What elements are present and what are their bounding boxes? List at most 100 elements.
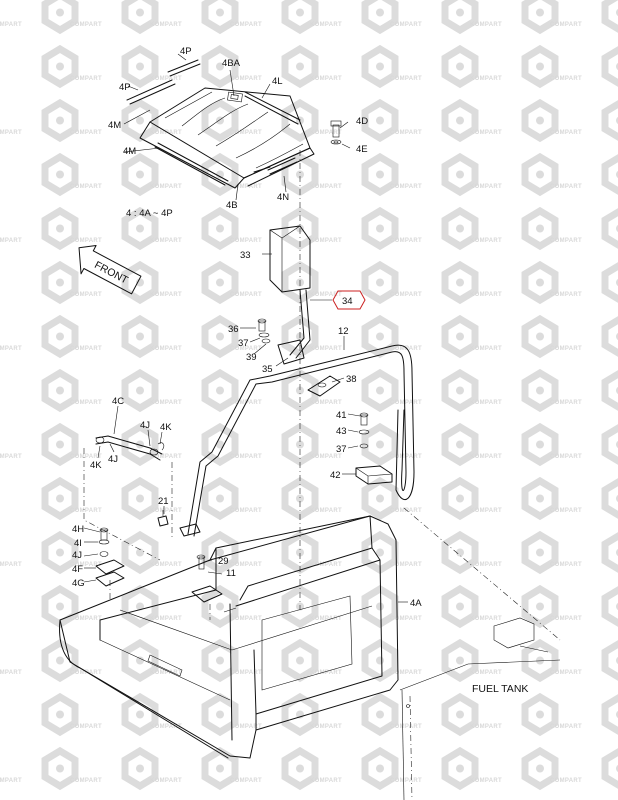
- watermark-mark: KOMPART: [285, 751, 342, 786]
- watermark-mark: COMPART: [205, 589, 262, 624]
- watermark-text: COMPART: [70, 400, 102, 406]
- watermark-text: KOMPART: [310, 508, 342, 514]
- watermark-text: COMPART: [390, 400, 422, 406]
- watermark-text: KOMPART: [470, 508, 502, 514]
- watermark-text: COMPART: [550, 130, 582, 136]
- watermark-text: KOMPART: [470, 238, 502, 244]
- watermark-mark: COMPART: [45, 265, 102, 300]
- watermark-mark: KOMPART: [605, 589, 618, 624]
- watermark-mark: COMPART: [45, 373, 102, 408]
- watermark-text: COMPART: [390, 346, 422, 352]
- highlight-hexagon-34: [332, 290, 366, 310]
- watermark-mark: KOMPART: [445, 0, 502, 30]
- watermark-mark: KOMPART: [0, 22, 22, 28]
- watermark-mark: COMPART: [205, 211, 262, 246]
- watermark-mark: KOMPART: [125, 211, 182, 246]
- watermark-text: COMPART: [70, 454, 102, 460]
- watermark-text: COMPART: [550, 400, 582, 406]
- watermark-mark: KOMPART: [0, 562, 22, 568]
- label-4m-a: 4M: [108, 120, 121, 131]
- watermark-text: COMPART: [550, 454, 582, 460]
- watermark-text: KOMPART: [310, 238, 342, 244]
- watermark-mark: COMPART: [365, 103, 422, 138]
- watermark-mark: KOMPART: [0, 670, 22, 676]
- watermark-mark: COMPART: [45, 427, 102, 462]
- watermark-mark: KOMPART: [125, 49, 182, 84]
- watermark-mark: COMPART: [365, 535, 422, 570]
- watermark-text: COMPART: [230, 130, 262, 136]
- watermark-mark: COMPART: [45, 49, 102, 84]
- watermark-text: KOMPART: [470, 616, 502, 622]
- watermark-mark: KOMPART: [285, 319, 342, 354]
- watermark-text: KOMPART: [0, 670, 22, 676]
- label-4d: 4D: [356, 116, 368, 127]
- watermark-mark: COMPART: [525, 535, 582, 570]
- watermark-mark: KOMPART: [605, 535, 618, 570]
- watermark-mark: KOMPART: [0, 454, 22, 460]
- watermark-text: COMPART: [390, 184, 422, 190]
- watermark-text: COMPART: [70, 130, 102, 136]
- watermark-text: COMPART: [550, 562, 582, 568]
- watermark-text: KOMPART: [310, 562, 342, 568]
- watermark-text: KOMPART: [150, 670, 182, 676]
- watermark-text: KOMPART: [150, 508, 182, 514]
- fastener-set-29: [191, 554, 223, 603]
- watermark-mark: KOMPART: [605, 319, 618, 354]
- label-36: 36: [228, 324, 239, 335]
- bolt-set-36-39: [257, 318, 271, 344]
- watermark-mark: KOMPART: [125, 481, 182, 516]
- watermark-text: COMPART: [230, 778, 262, 784]
- label-12: 12: [338, 326, 349, 337]
- watermark-text: COMPART: [550, 778, 582, 784]
- watermark-text: KOMPART: [310, 454, 342, 460]
- watermark-text: COMPART: [390, 508, 422, 514]
- watermark-text: COMPART: [390, 238, 422, 244]
- watermark-text: KOMPART: [470, 400, 502, 406]
- watermark-text: KOMPART: [0, 22, 22, 28]
- watermark-text: KOMPART: [150, 400, 182, 406]
- watermark-mark: KOMPART: [125, 427, 182, 462]
- watermark-mark: COMPART: [365, 643, 422, 678]
- watermark-mark: KOMPART: [445, 319, 502, 354]
- watermark-text: COMPART: [390, 76, 422, 82]
- label-35: 35: [262, 364, 273, 375]
- watermark-text: COMPART: [230, 670, 262, 676]
- watermark-text: KOMPART: [150, 292, 182, 298]
- watermark-text: COMPART: [230, 22, 262, 28]
- watermark-mark: KOMPART: [605, 427, 618, 462]
- watermark-mark: COMPART: [45, 643, 102, 678]
- clip-set-4c: [95, 435, 165, 461]
- label-11: 11: [226, 568, 236, 579]
- watermark-text: KOMPART: [470, 724, 502, 730]
- watermark-mark: KOMPART: [445, 643, 502, 678]
- label-4a: 4A: [410, 598, 422, 609]
- watermark-mark: KOMPART: [445, 211, 502, 246]
- watermark-mark: COMPART: [45, 481, 102, 516]
- watermark-mark: KOMPART: [445, 427, 502, 462]
- watermark-mark: KOMPART: [285, 0, 342, 30]
- watermark-mark: KOMPART: [605, 697, 618, 732]
- watermark-mark: COMPART: [525, 0, 582, 30]
- watermark-text: COMPART: [390, 724, 422, 730]
- watermark-mark: KOMPART: [0, 238, 22, 244]
- watermark-mark: COMPART: [365, 157, 422, 192]
- watermark-mark: COMPART: [365, 373, 422, 408]
- bolt-set-41-43: [355, 412, 393, 485]
- reference-lines: [83, 150, 561, 641]
- label-4j-c: 4J: [72, 550, 82, 561]
- watermark-mark: COMPART: [525, 643, 582, 678]
- watermark-mark: KOMPART: [125, 535, 182, 570]
- label-39: 39: [246, 352, 257, 363]
- watermark-mark: KOMPART: [0, 778, 22, 784]
- watermark-text: COMPART: [550, 670, 582, 676]
- watermark-text: KOMPART: [150, 346, 182, 352]
- watermark-mark: COMPART: [205, 751, 262, 786]
- watermark-text: KOMPART: [310, 22, 342, 28]
- label-4p-a: 4P: [180, 46, 192, 57]
- watermark-text: COMPART: [70, 22, 102, 28]
- watermark-mark: KOMPART: [445, 49, 502, 84]
- watermark-mark: COMPART: [365, 481, 422, 516]
- watermark-text: KOMPART: [470, 454, 502, 460]
